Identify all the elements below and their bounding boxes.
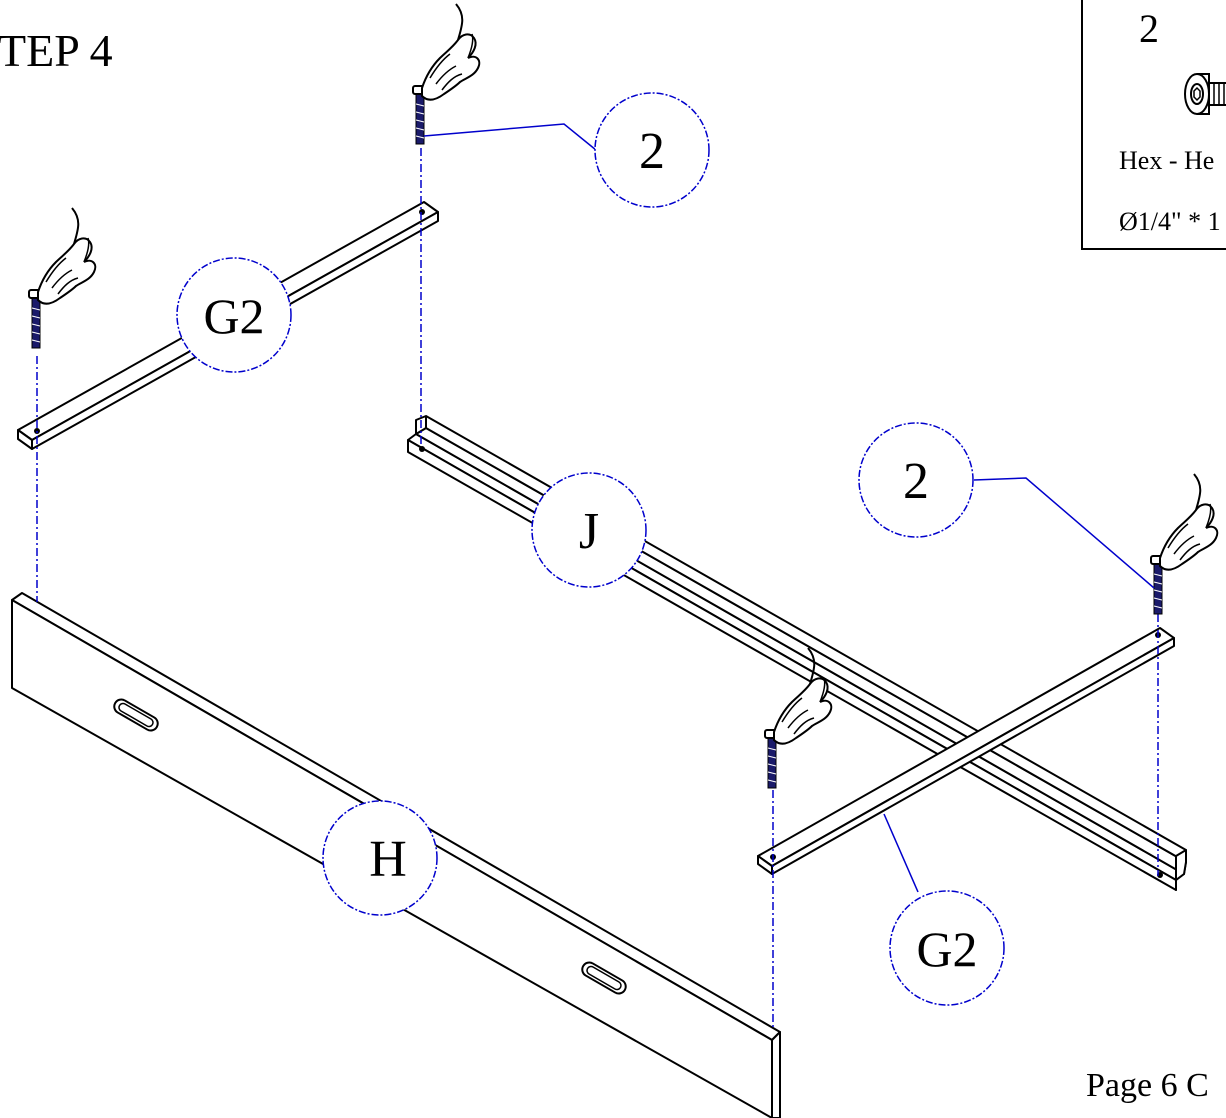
hardware-quantity: 2 — [1139, 6, 1159, 51]
bolt-hand-right — [1150, 473, 1219, 615]
bar-g2-left-hole-b — [419, 209, 425, 215]
rail-j — [407, 415, 1187, 891]
panel-h-handle-left — [113, 698, 159, 732]
leader-lines — [423, 123, 1155, 893]
callout-part-j-label: J — [579, 503, 599, 560]
callout-part-j: J — [531, 472, 647, 588]
hardware-name: Hex - He — [1119, 146, 1215, 175]
callout-part-g2-left: G2 — [176, 257, 292, 373]
hex-bolt-icon — [1184, 73, 1226, 115]
callout-part-h-label: H — [369, 831, 407, 888]
rail-j-hole-left — [419, 446, 425, 452]
callout-part-g2-right-label: G2 — [916, 921, 977, 977]
bar-g2-right — [757, 627, 1175, 875]
panel-h-handle-right — [581, 961, 627, 995]
alignment-lines — [36, 148, 1159, 1030]
callout-bolt-right: 2 — [858, 422, 974, 538]
hardware-box: 2 Hex - He Ø1/4" * 1 — [1081, 0, 1226, 250]
hardware-size: Ø1/4" * 1 — [1119, 207, 1221, 236]
callout-part-h: H — [322, 800, 438, 916]
bolt-hand-top — [412, 3, 481, 145]
bolt-hand-left — [28, 207, 97, 349]
page-label: Page 6 C — [1086, 1067, 1209, 1104]
callout-part-g2-left-label: G2 — [203, 288, 264, 344]
callout-bolt-top: 2 — [594, 92, 710, 208]
step-title: TEP 4 — [0, 25, 113, 76]
callout-part-g2-right: G2 — [889, 890, 1005, 1006]
callout-bolt-right-label: 2 — [903, 453, 929, 510]
callout-bolt-top-label: 2 — [639, 123, 665, 180]
